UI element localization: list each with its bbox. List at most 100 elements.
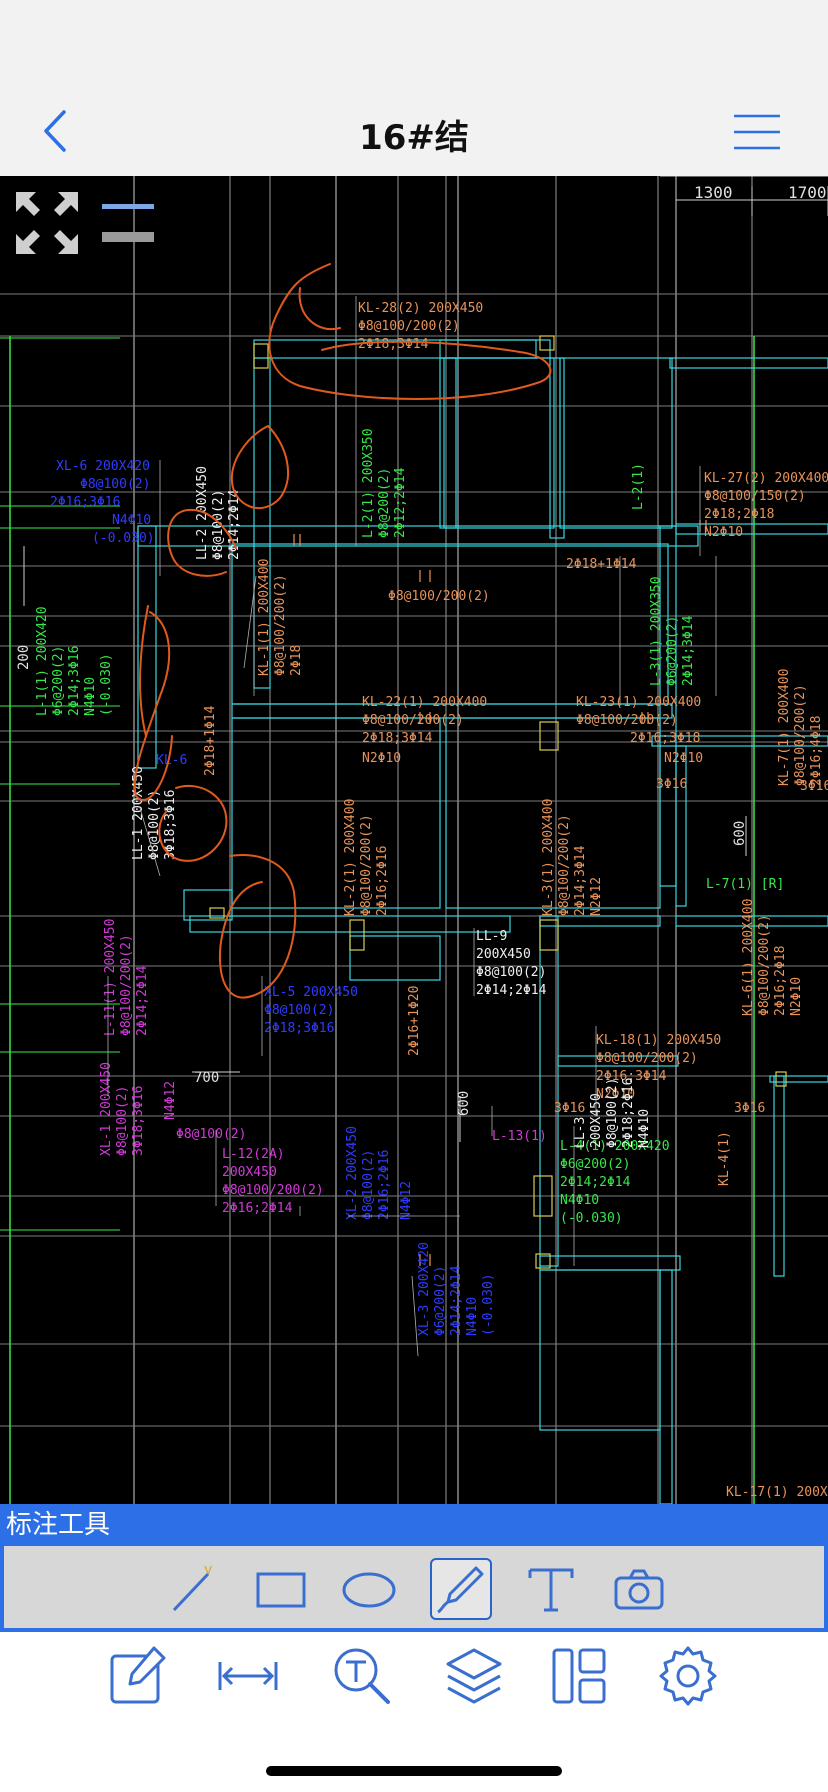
bottom-toolbar	[0, 1632, 828, 1792]
xl-beam-label: Φ8@100(2)	[361, 1150, 376, 1220]
beam-label: Φ8@100/200(2)	[576, 713, 678, 728]
xl-beam-label: XL-2 200X450	[345, 1126, 360, 1220]
markup-stroke	[230, 425, 289, 509]
beam-label: KL-23(1) 200X400	[576, 695, 701, 710]
hatched-column	[539, 335, 555, 351]
hatched-column	[539, 721, 559, 751]
xl-beam-label: Φ6@200(2)	[433, 1266, 448, 1336]
beam-label: N2Φ10	[664, 751, 703, 766]
beam-label: 2Φ16+1Φ20	[407, 986, 422, 1056]
layer-toggle-icon[interactable]	[100, 202, 156, 242]
l-beam-label: L-11(1) 200X450	[103, 919, 118, 1036]
settings-gear-icon[interactable]	[656, 1644, 720, 1708]
l-beam-label: 2Φ14;2Φ14	[135, 965, 150, 1036]
wall-outline	[539, 1269, 661, 1431]
fullscreen-icon[interactable]	[14, 190, 80, 256]
back-chevron-icon[interactable]	[38, 108, 78, 154]
dimension-label: 600	[456, 1091, 472, 1116]
secondary-beam-label: Φ6@200(2)	[51, 646, 66, 716]
beam-label: KL-6(1) 200X400	[741, 899, 756, 1016]
xl-beam-label: (-0.030)	[92, 531, 155, 546]
wall-outline	[231, 717, 441, 909]
menu-icon[interactable]	[732, 112, 782, 152]
l-beam-label: 200X450	[222, 1165, 277, 1180]
beam-label: KL-3(1) 200X400	[541, 799, 556, 916]
coupling-beam-label: N4Φ10	[637, 1109, 652, 1148]
secondary-beam-label: L-4(1) 200X420	[560, 1139, 670, 1154]
wall-outline	[669, 357, 828, 369]
ellipse-tool-icon[interactable]	[338, 1558, 400, 1620]
layout-icon[interactable]	[548, 1644, 612, 1708]
beam-label: Φ8@100/200(2)	[388, 589, 490, 604]
camera-tool-icon[interactable]	[608, 1558, 670, 1620]
markup-stroke	[167, 508, 237, 577]
beam-label: N2Φ12	[589, 877, 604, 916]
beam-label: Φ8@100/200(2)	[557, 814, 572, 916]
hatched-column	[533, 1175, 553, 1217]
beam-label: Φ8@100/200(2)	[359, 814, 374, 916]
wall-outline	[349, 935, 441, 981]
l-beam-label: Φ8@100(2)	[115, 1086, 130, 1156]
beam-label: 2Φ18+1Φ14	[566, 557, 637, 572]
beam-label: 2Φ16;3Φ14	[596, 1069, 667, 1084]
beam-label: KL-4(1)	[717, 1131, 732, 1186]
wall-outline	[659, 1269, 673, 1504]
wall-outline	[557, 1055, 679, 1067]
secondary-beam-label: L-2(1)	[631, 463, 646, 510]
beam-label: 3Φ16	[734, 1101, 765, 1116]
l-beam-label: XL-1 200X450	[99, 1062, 114, 1156]
beam-label: N2Φ10	[362, 751, 401, 766]
markup-stroke	[268, 263, 552, 400]
text-tool-icon[interactable]	[520, 1558, 582, 1620]
secondary-beam-label: Φ8@200(2)	[377, 468, 392, 538]
beam-label: KL-18(1) 200X450	[596, 1033, 721, 1048]
xl-beam-label: 2Φ18;3Φ16	[264, 1021, 334, 1036]
xl-beam-label: XL-6 200X420	[56, 459, 150, 474]
secondary-beam-label: (-0.030)	[99, 653, 114, 716]
coupling-beam-label: 3Φ18;3Φ16	[163, 790, 178, 860]
hatched-column	[539, 919, 559, 951]
xl-beam-label: 2Φ16;2Φ16	[377, 1150, 392, 1220]
wall-outline	[539, 1255, 681, 1271]
beam-label: 2Φ18+1Φ14	[203, 705, 218, 776]
coupling-beam-label: 200X450	[589, 1093, 604, 1148]
hatched-column	[775, 1071, 787, 1087]
l-beam-label: Φ8@100(2)	[176, 1127, 246, 1142]
beam-label: Φ8@100/200(2)	[273, 574, 288, 676]
markup-stroke	[158, 785, 228, 862]
home-indicator	[266, 1766, 562, 1776]
markup-stroke	[218, 854, 297, 999]
beam-label: 2Φ16;2Φ18	[773, 946, 788, 1016]
secondary-beam-label: 2Φ12;2Φ14	[393, 467, 408, 538]
coupling-beam-label: LL-2 200X450	[195, 466, 210, 560]
svg-text:v: v	[204, 1562, 212, 1578]
rectangle-tool-icon[interactable]	[250, 1558, 312, 1620]
beam-label: 2Φ16;4Φ18	[809, 716, 824, 786]
coupling-beam-label: Φ8@100(2)	[211, 490, 226, 560]
xl-beam-label: N4Φ10	[465, 1297, 480, 1336]
layers-icon[interactable]	[442, 1644, 506, 1708]
xl-beam-label: 2Φ14;2Φ14	[449, 1265, 464, 1336]
beam-label: 2Φ18;2Φ18	[704, 507, 774, 522]
measure-icon[interactable]	[216, 1644, 280, 1708]
coupling-beam-label: Φ8@100(2)	[476, 965, 546, 980]
edit-icon[interactable]	[106, 1644, 170, 1708]
xl-beam-label: Φ8@100(2)	[80, 477, 150, 492]
annotation-tools-header: 标注工具	[0, 1504, 828, 1546]
line-tool-icon[interactable]: v	[162, 1558, 224, 1620]
secondary-beam-label: L-1(1) 200X420	[35, 606, 50, 716]
text-search-icon[interactable]	[330, 1644, 394, 1708]
drawing-title: 16#结	[359, 118, 469, 158]
beam-label: Φ8@100/200(2)	[358, 319, 460, 334]
xl-beam-label: N4Φ12	[399, 1181, 414, 1220]
markup-stroke	[298, 287, 341, 331]
beam-label: Φ8@100/200(2)	[793, 684, 808, 786]
coupling-beam-label: LL-9	[476, 929, 507, 944]
pen-tool-icon[interactable]	[430, 1558, 492, 1620]
leader-line	[243, 575, 257, 669]
secondary-beam-label: L-7(1) [R]	[706, 877, 784, 892]
secondary-beam-label: N4Φ10	[560, 1193, 599, 1208]
coupling-beam-label: 2Φ14;2Φ14	[227, 489, 242, 560]
beam-label: KL-2(1) 200X400	[343, 799, 358, 916]
